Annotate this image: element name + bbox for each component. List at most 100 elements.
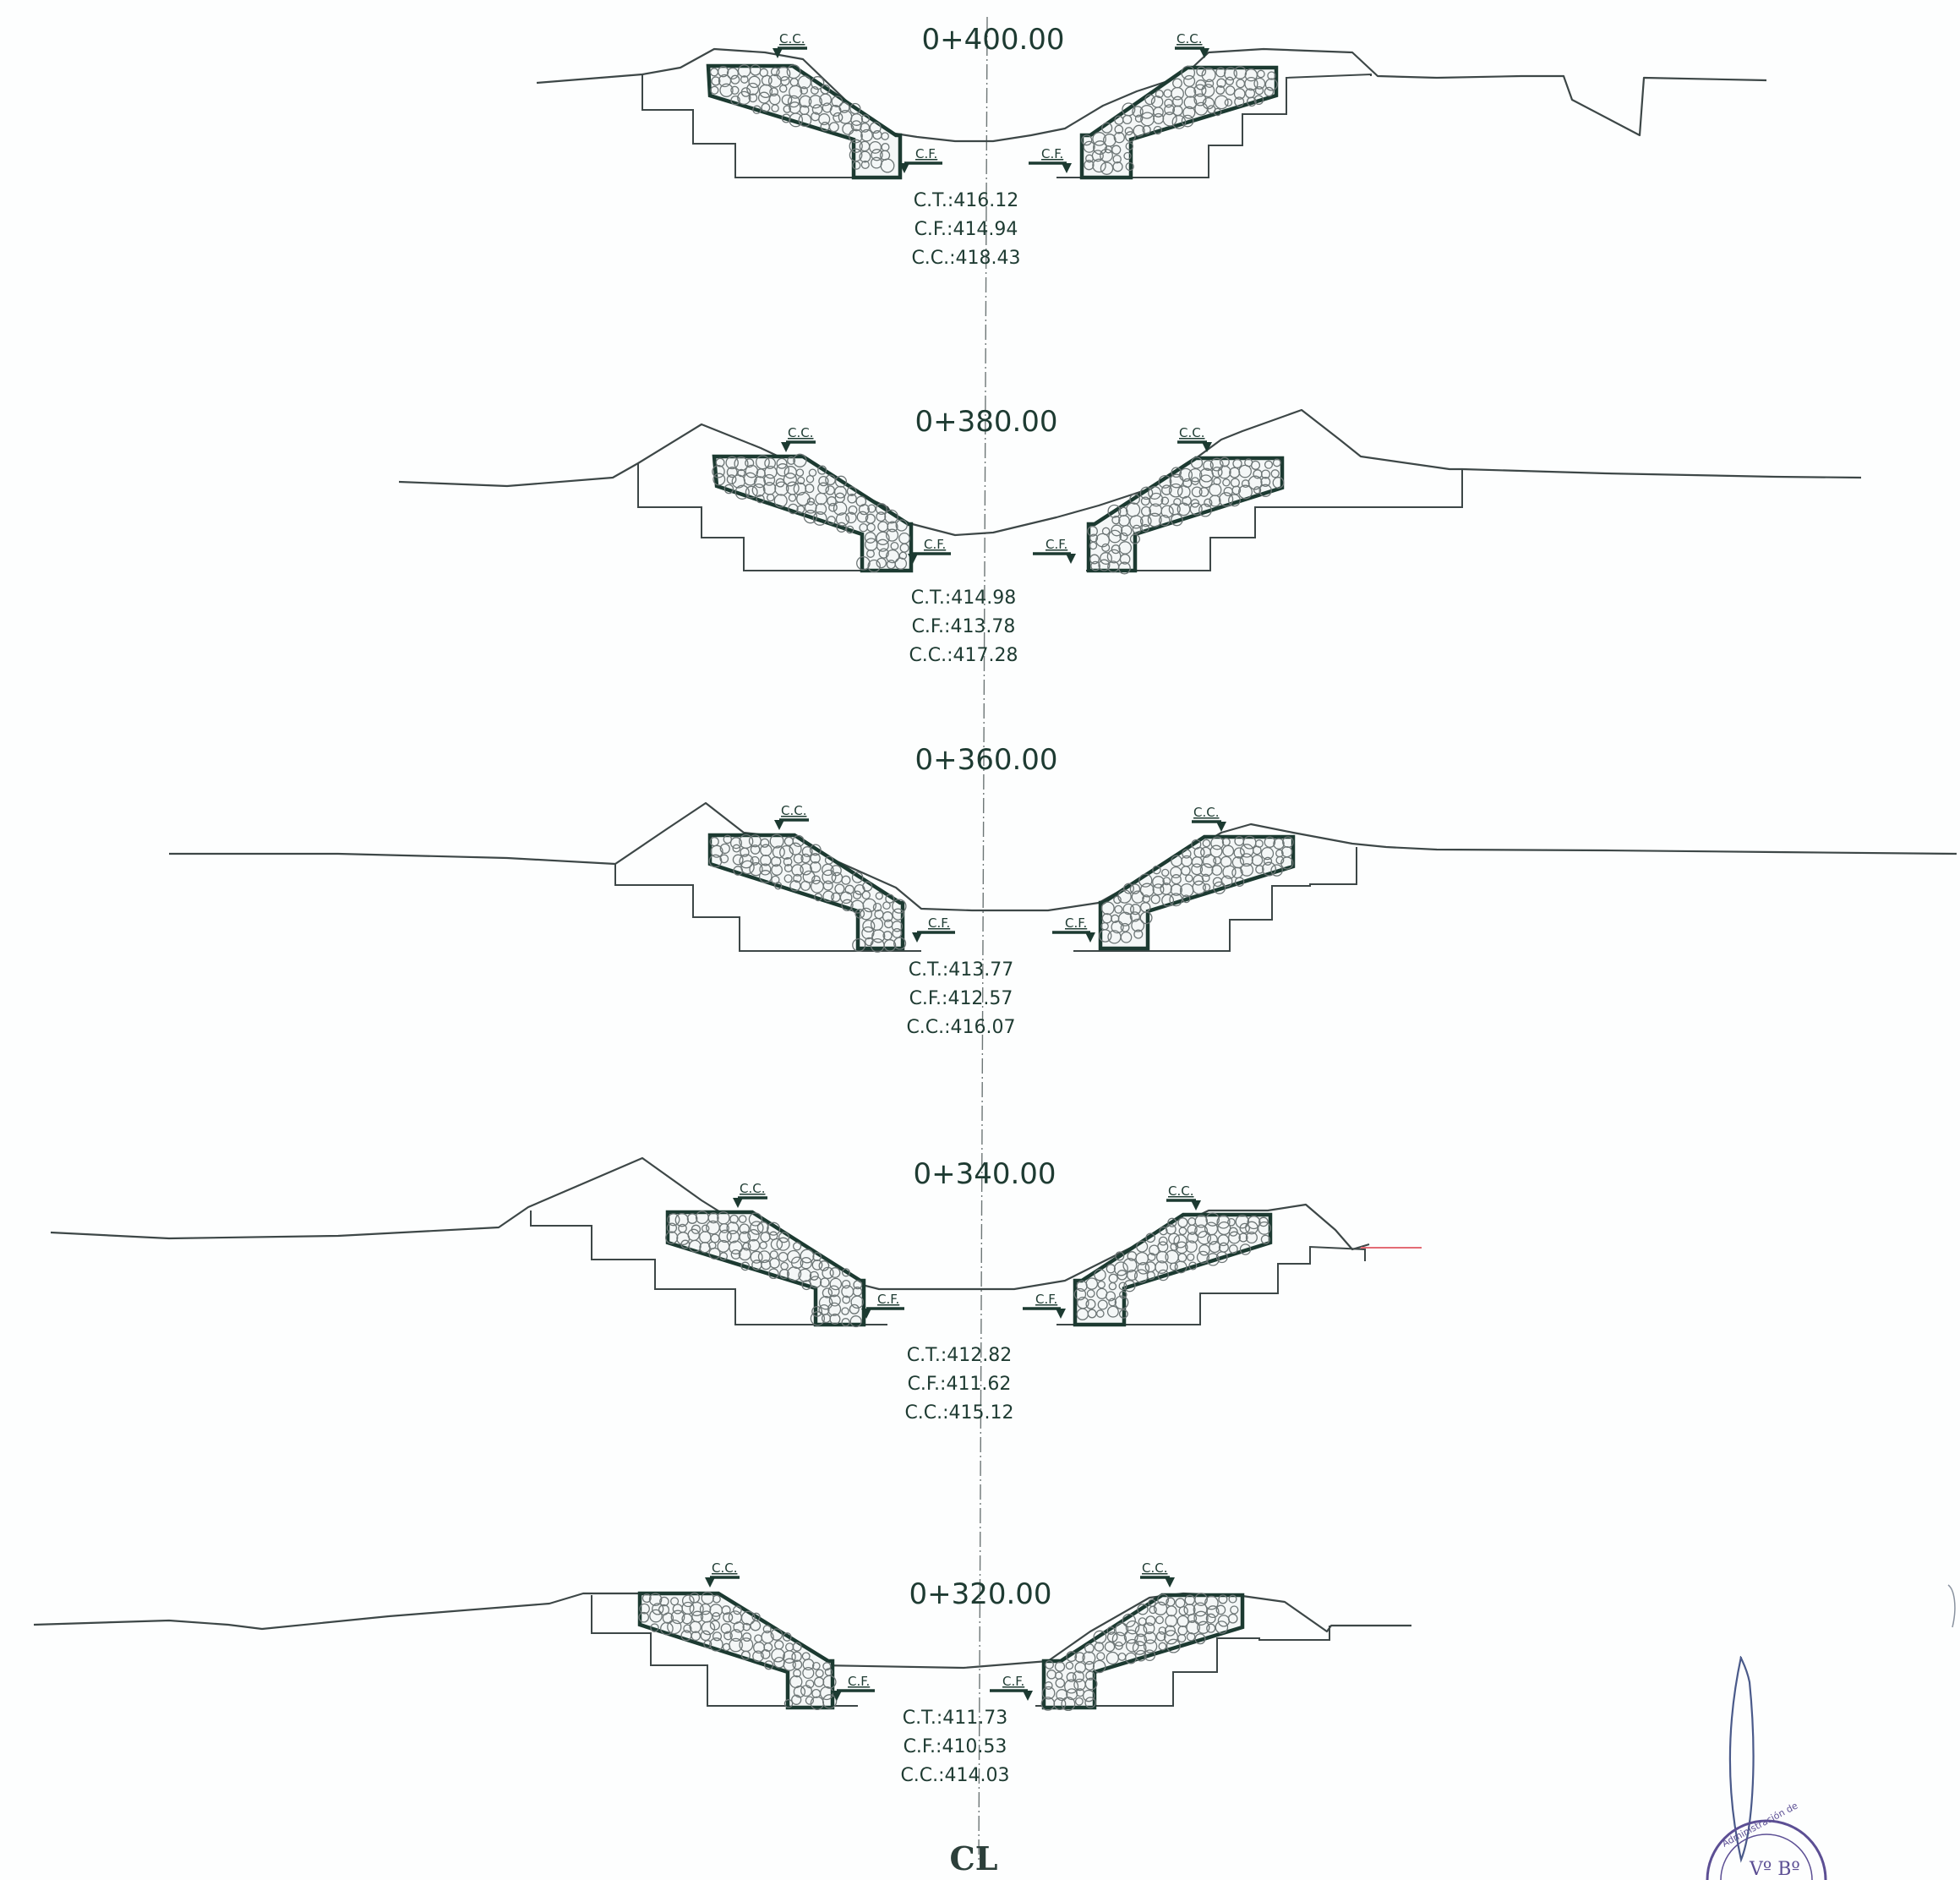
stone (1206, 1605, 1220, 1619)
stone (1112, 154, 1122, 164)
stone (1169, 1262, 1178, 1271)
section-0-400: 0+400.00 C.C. C.C. C.F. C.F. C.T.:416.12… (536, 23, 1767, 269)
stone (1227, 1217, 1236, 1227)
stone (1056, 1689, 1068, 1702)
official-stamp: Administración de Vº Bº (1706, 1800, 1827, 1880)
stone (701, 1620, 716, 1636)
stone (791, 1651, 802, 1662)
stone (852, 937, 866, 953)
stone (1184, 86, 1197, 98)
stone (1044, 1681, 1053, 1690)
stone (1235, 1214, 1250, 1229)
stone (1182, 495, 1192, 506)
stone (803, 510, 818, 524)
stone (1215, 1251, 1228, 1264)
cc-marker-left: C.C. (774, 803, 809, 830)
stone (856, 555, 871, 571)
stone (723, 1631, 733, 1641)
stone (740, 1610, 756, 1626)
cc-elevation: C.C.:415.12 (904, 1402, 1013, 1424)
stone (1280, 856, 1294, 870)
stone (1053, 1697, 1067, 1711)
stone (829, 1277, 843, 1291)
stone (1191, 477, 1199, 485)
stone (1209, 457, 1224, 472)
stone (1065, 1661, 1074, 1670)
stone (778, 1232, 790, 1243)
stone (851, 872, 864, 883)
stone (1238, 464, 1252, 478)
stone (1158, 1236, 1168, 1246)
stone (894, 557, 908, 570)
stone (1139, 515, 1152, 527)
stone (835, 512, 850, 527)
stone (795, 468, 805, 477)
stone (1094, 1642, 1105, 1652)
stone (638, 1611, 650, 1623)
stone (1251, 854, 1264, 866)
stone (1129, 533, 1140, 544)
terrain-line (50, 1156, 1370, 1291)
stone (1173, 1234, 1187, 1249)
stone (1201, 873, 1210, 883)
svg-text:C.C.: C.C. (779, 31, 805, 46)
stone (1264, 836, 1276, 848)
stone (719, 854, 729, 864)
svg-text:C.F.: C.F. (1046, 537, 1067, 552)
stone (1245, 1231, 1258, 1244)
stone (1149, 1605, 1157, 1615)
stone (1161, 484, 1172, 495)
stone (828, 122, 839, 133)
stone (1087, 526, 1098, 537)
stone (779, 844, 794, 860)
stone (1139, 486, 1154, 500)
excavation-left (591, 1595, 858, 1707)
ct-elevation: C.T.:416.12 (914, 190, 1019, 211)
svg-text:C.F.: C.F. (1041, 146, 1063, 161)
stone (730, 95, 740, 106)
stone (753, 476, 767, 489)
cf-marker-right: C.F. (990, 1674, 1033, 1701)
stone (792, 1242, 802, 1251)
stone (1167, 1217, 1177, 1227)
stone (769, 1257, 780, 1269)
stone (767, 1221, 781, 1236)
stone (838, 101, 850, 113)
stone (1087, 1309, 1097, 1319)
stone (1166, 1605, 1177, 1617)
gabion-stones (1098, 835, 1294, 944)
stone (721, 1605, 731, 1615)
stone (1247, 1216, 1261, 1230)
stone (708, 1247, 721, 1260)
stone (819, 1277, 830, 1288)
stone (1160, 505, 1174, 518)
cc-elevation: C.C.:418.43 (911, 248, 1020, 269)
stone (867, 504, 876, 513)
cc-marker-right: C.C. (1192, 805, 1226, 832)
stone (811, 104, 823, 115)
stone (876, 538, 889, 552)
stone (774, 882, 783, 890)
stone (1149, 492, 1164, 507)
section-0-380: 0+380.00 C.C. C.C. C.F. C.F. C.T.:414.98… (398, 405, 1862, 666)
stone (847, 494, 857, 504)
stone (1131, 890, 1144, 904)
stone (783, 874, 793, 883)
stone (805, 474, 815, 484)
stone (712, 465, 725, 478)
stone (1234, 96, 1245, 107)
stone (709, 1637, 723, 1652)
stone (1181, 866, 1191, 876)
stone (1098, 929, 1112, 943)
stone (745, 485, 758, 499)
stone (1181, 65, 1196, 80)
stone (841, 1318, 850, 1327)
gabion-stones (1087, 456, 1285, 575)
stone (1171, 86, 1184, 101)
stone (707, 1212, 719, 1224)
stone (1171, 115, 1187, 129)
stone (1104, 1641, 1116, 1653)
cc-marker-right: C.C. (1140, 1560, 1175, 1588)
stone (822, 1662, 832, 1671)
stone (642, 1593, 652, 1604)
